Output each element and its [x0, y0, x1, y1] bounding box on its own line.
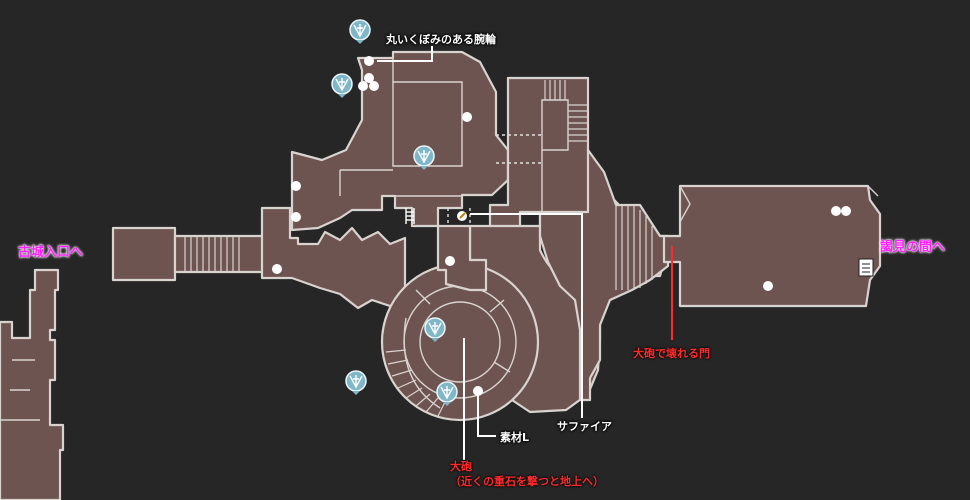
exit-label-old-castle[interactable]: 古城入口へ [18, 245, 84, 260]
material-leader [477, 395, 496, 437]
ladder-icon [405, 208, 415, 224]
key-icon [457, 211, 467, 221]
north-west-hall [290, 50, 510, 232]
typewriter-save-icon [424, 317, 446, 342]
ring-leader [377, 46, 433, 62]
exit-label-audience-hall[interactable]: 謁見の間へ [880, 240, 946, 255]
central-corridor [436, 224, 488, 292]
typewriter-save-icon [413, 145, 435, 170]
entrance-block [111, 226, 177, 282]
label-ring: 丸いくぼみのある腕輪 [386, 33, 496, 46]
north-stairs-steps [544, 80, 588, 142]
label-cannon-note: （近くの重石を撃つと地上へ） [450, 475, 604, 488]
west-hall [260, 206, 407, 310]
label-sapphire: サファイア [557, 420, 612, 433]
east-annex [538, 148, 670, 402]
east-stairs-steps [615, 206, 653, 290]
label-cannon-gate: 大砲で壊れる門 [633, 347, 710, 360]
west-stairs [173, 234, 267, 274]
sapphire-leader [470, 213, 583, 418]
typewriter-save-icon [345, 370, 367, 395]
typewriter-save-icon [436, 381, 458, 406]
typewriter-save-icon [349, 19, 371, 44]
typewriter-save-icon [331, 73, 353, 98]
file-document-icon [858, 258, 874, 277]
label-material: 素材L [500, 431, 530, 444]
item-dot-icon [272, 56, 851, 396]
save-markers [331, 19, 458, 406]
label-cannon: 大砲 （近くの重石を撃つと地上へ） [450, 459, 604, 489]
label-cannon-title: 大砲 [450, 460, 472, 473]
left-corridor [0, 268, 65, 500]
west-stairs-steps [184, 236, 240, 272]
